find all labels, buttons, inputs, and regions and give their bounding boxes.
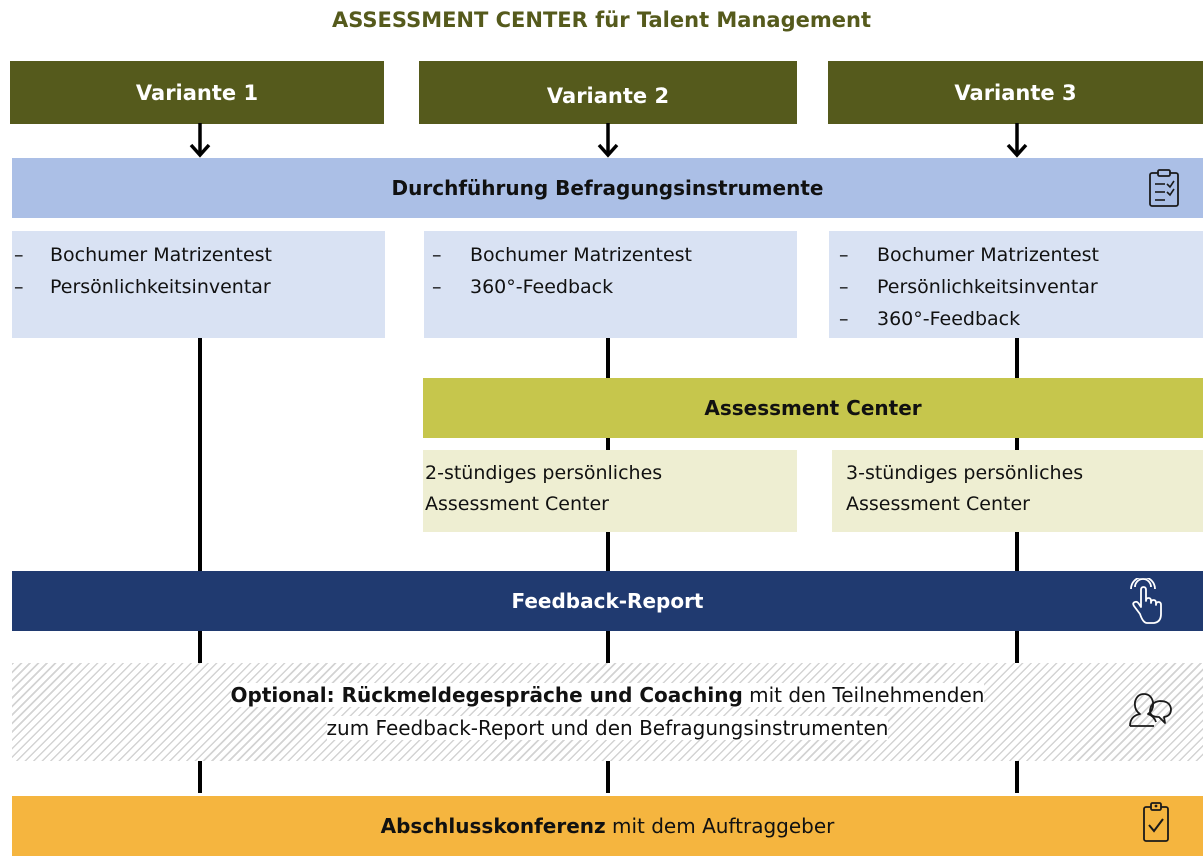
assessment-box-variant-3: 3-stündiges persönliches Assessment Cent… [832,450,1203,532]
page-title: ASSESSMENT CENTER für Talent Management [331,8,871,32]
variant-2-label: Variante 2 [546,83,670,108]
arrow-down-icon [189,123,211,158]
optional-coaching-band: Optional: Rückmeldegespräche und Coachin… [12,663,1203,761]
connector-line-variant-3 [1015,338,1019,793]
assessment-center-label: Assessment Center [704,396,922,420]
clipboard-check-icon [1143,802,1169,842]
feedback-report-band: Feedback-Report [12,571,1203,631]
list-item: –Bochumer Matrizentest [14,244,273,266]
variant-2-header: Variante 2 [419,61,797,124]
durchfuehrung-label: Durchführung Befragungsinstrumente [391,176,824,200]
feedback-report-label: Feedback-Report [511,589,704,613]
list-item: –360°-Feedback [432,276,614,298]
assessment-box-variant-2: 2-stündiges persönliches Assessment Cent… [423,450,797,532]
durchfuehrung-band: Durchführung Befragungsinstrumente [12,158,1203,218]
list-item: –360°-Feedback [839,308,1021,330]
variant-1-label: Variante 1 [135,80,259,105]
list-item: –Persönlichkeitsinventar [839,276,1098,298]
abschluss-band: Abschlusskonferenz mit dem Auftraggeber [12,796,1203,856]
abschluss-bold-label: Abschlusskonferenz [380,814,606,838]
variant-3-header: Variante 3 [828,61,1203,124]
instruments-variant-2: –Bochumer Matrizentest –360°-Feedback [424,231,797,338]
clipboard-checklist-icon [1149,169,1179,207]
assessment-box-v2-line1: 2-stündiges persönliches [425,462,663,484]
list-item: –Persönlichkeitsinventar [14,276,271,298]
optional-bold-label: Optional: Rückmeldegespräche und Coachin… [230,683,743,707]
variant-1-header: Variante 1 [10,61,384,124]
optional-line-2-text: zum Feedback-Report und den Befragungsin… [326,716,889,740]
arrow-down-icon [1006,123,1028,158]
connector-line-variant-2 [606,338,610,793]
people-speech-icon [1129,693,1172,727]
assessment-box-v3-line2: Assessment Center [846,493,1030,515]
list-item: –Bochumer Matrizentest [839,244,1100,266]
optional-line-1: Optional: Rückmeldegespräche und Coachin… [230,679,985,712]
optional-line-2: zum Feedback-Report und den Befragungsin… [326,712,889,745]
assessment-box-v2-line2: Assessment Center [425,493,609,515]
connector-line-variant-1 [198,338,202,793]
variant-3-label: Variante 3 [954,80,1077,105]
instruments-variant-3: –Bochumer Matrizentest –Persönlichkeitsi… [829,231,1203,338]
abschluss-rest-label: mit dem Auftraggeber [605,814,835,838]
assessment-box-v3-line1: 3-stündiges persönliches [846,462,1084,484]
optional-rest-label: mit den Teilnehmenden [742,683,985,707]
hand-pointer-icon [1130,578,1162,624]
list-item: –Bochumer Matrizentest [432,244,693,266]
arrow-down-icon [597,123,619,158]
instruments-variant-1: –Bochumer Matrizentest –Persönlichkeitsi… [12,231,385,338]
assessment-center-band: Assessment Center [423,378,1203,438]
